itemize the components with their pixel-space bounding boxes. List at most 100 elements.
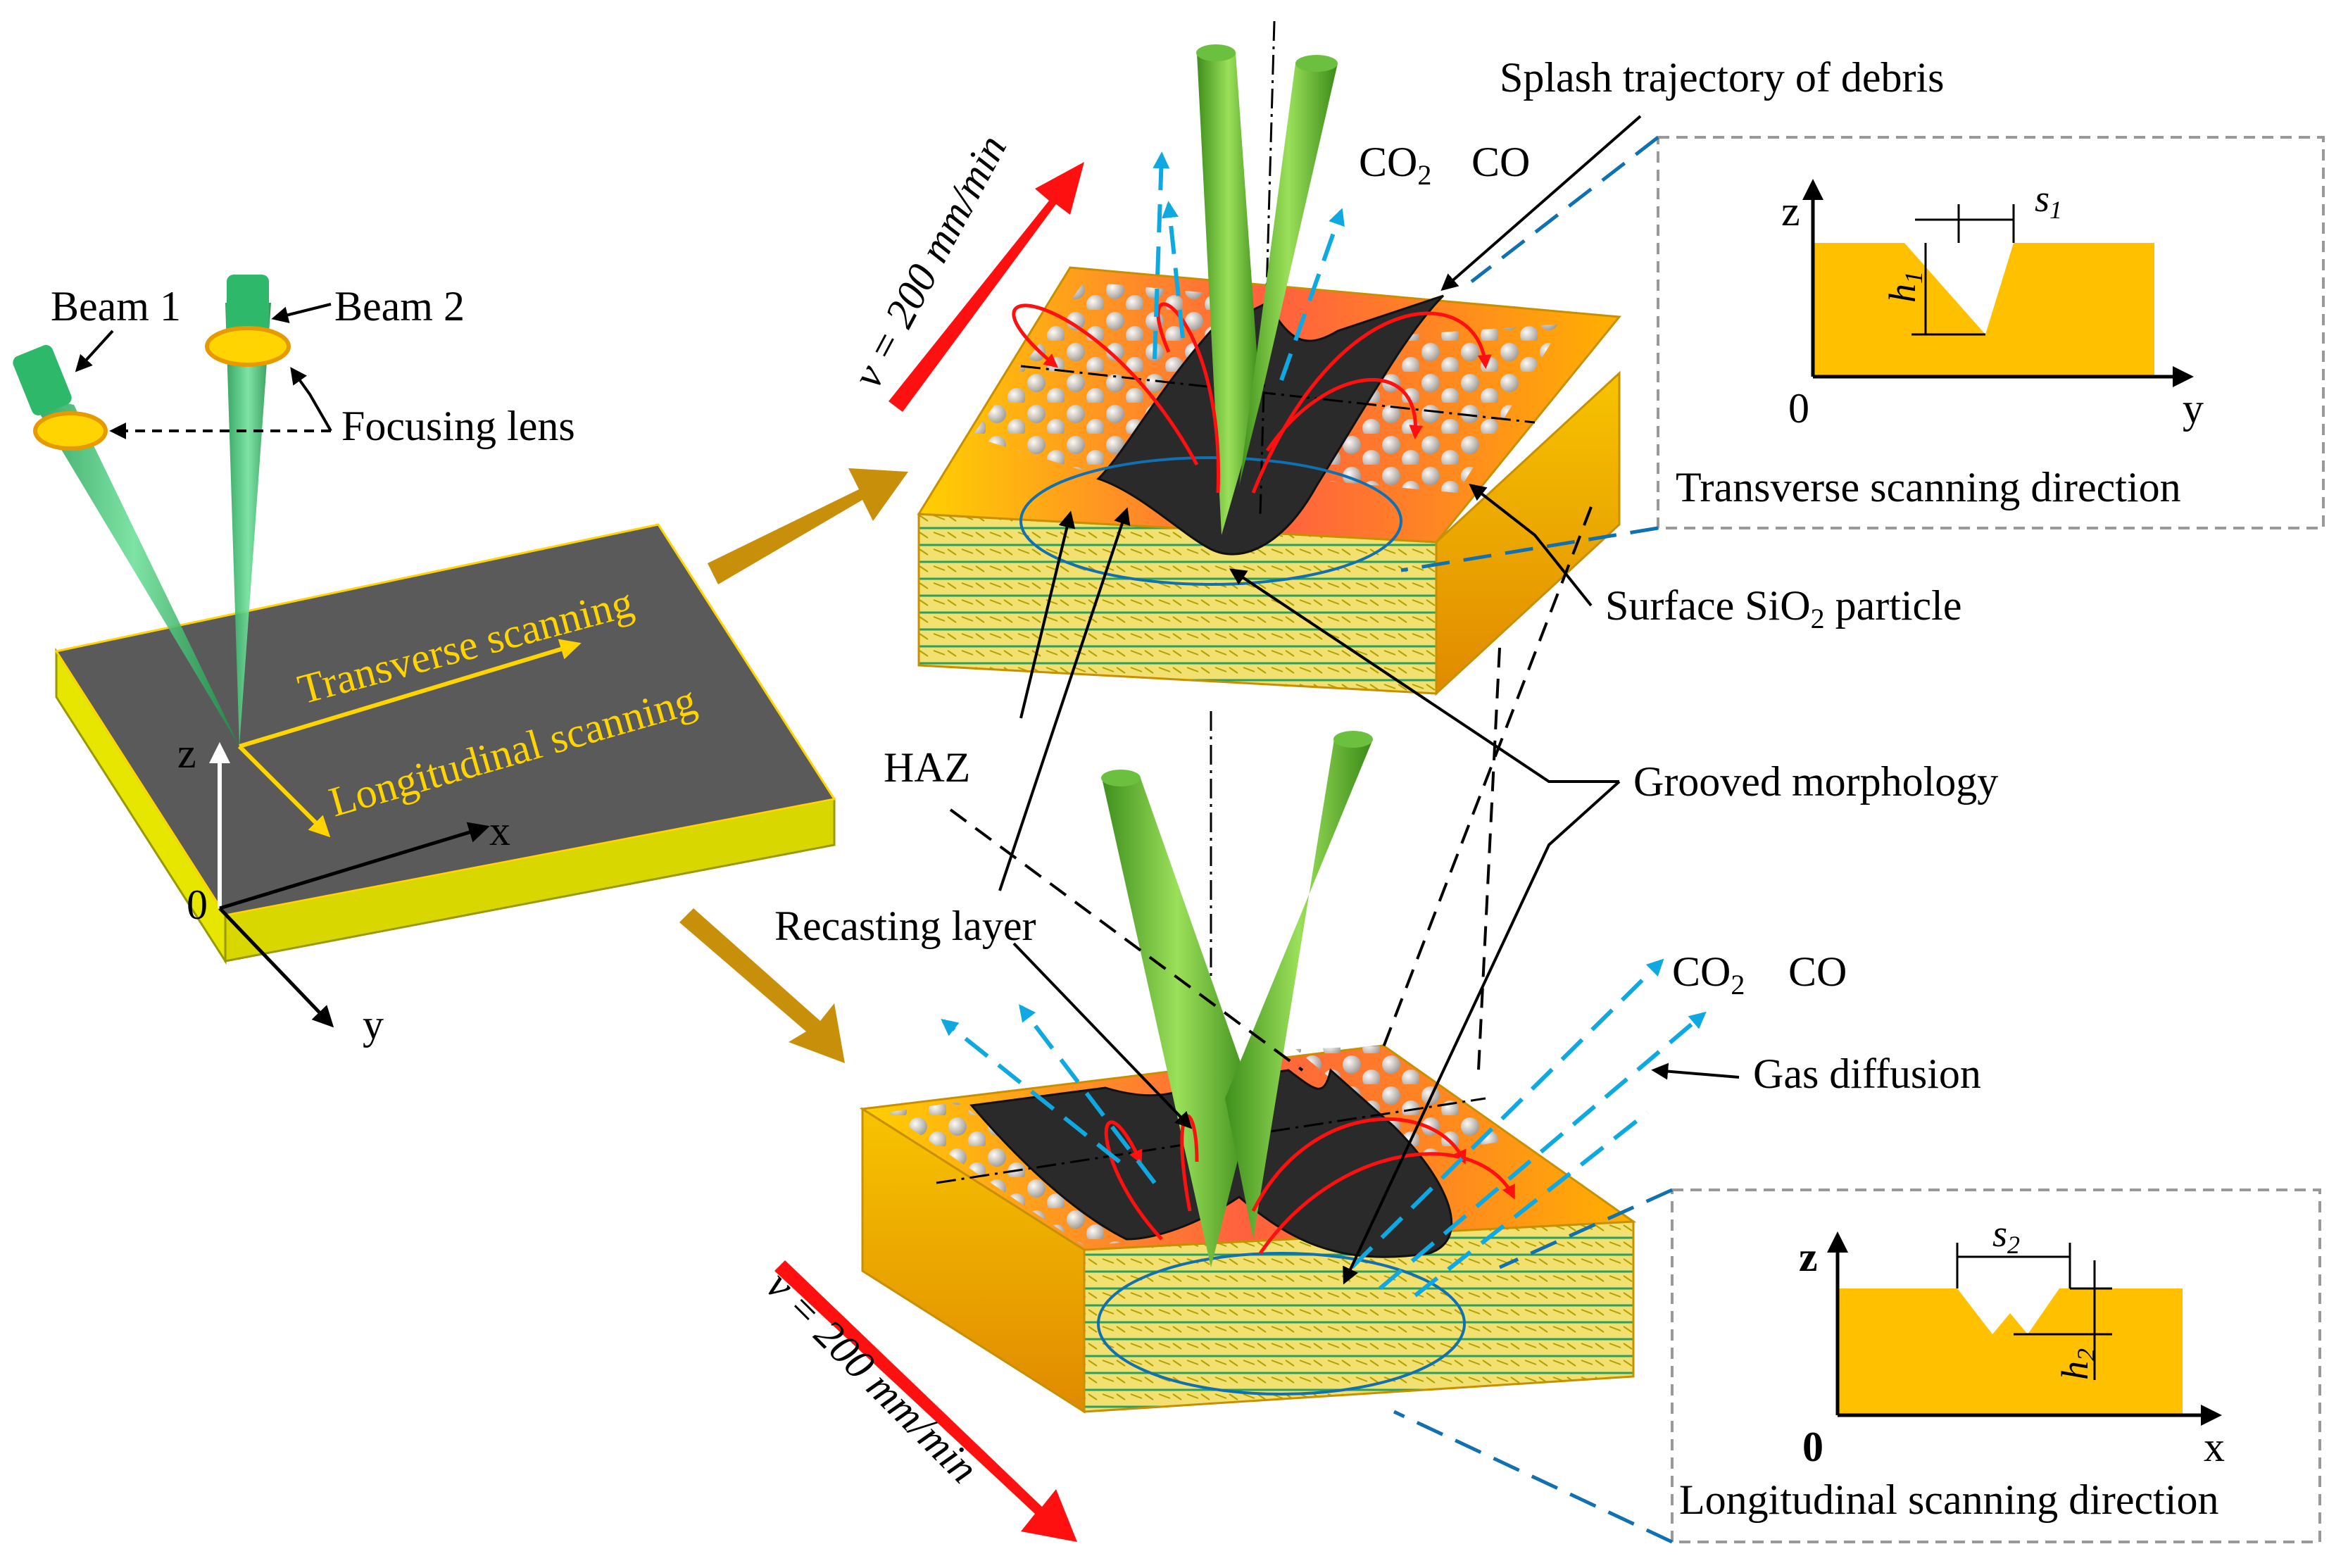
beam2-cone xyxy=(225,303,271,746)
recasting-leader-bottom xyxy=(1012,942,1193,1129)
top-block: v = 200 mm/min xyxy=(843,20,1621,696)
grooved-dashed-2 xyxy=(1477,647,1501,1071)
inset-transverse-dash-2 xyxy=(1400,526,1659,572)
inset-h1-label: h1 xyxy=(1881,271,1928,303)
bottom-cone-right xyxy=(1225,739,1373,1239)
top-cone-right-cap xyxy=(1295,55,1338,72)
inset-s2-label: s2 xyxy=(1992,1212,2020,1259)
top-cone-left xyxy=(1197,53,1260,535)
beam2-top xyxy=(227,275,269,338)
inset-transverse-caption: Transverse scanning direction xyxy=(1676,464,2181,510)
bottom-co2-label: CO2 xyxy=(1672,948,1745,1001)
beam1-label: Beam 1 xyxy=(51,283,181,330)
bottom-splash-arc-1 xyxy=(1104,1120,1163,1241)
inset-transverse-frame xyxy=(1657,136,2325,529)
haz-label: HAZ xyxy=(884,744,970,791)
inset-longitudinal-dash-1 xyxy=(1498,1188,1674,1269)
beam1-top xyxy=(13,345,72,415)
axis-x-label: x xyxy=(489,808,510,854)
splash-label: Splash trajectory of debris xyxy=(1500,54,1945,101)
gas-diffusion-leader xyxy=(1651,1062,1740,1080)
axis-x-arrow xyxy=(219,822,490,910)
focusing-lens-label: Focusing lens xyxy=(341,403,575,449)
beam1-leader xyxy=(75,330,114,372)
inset-transverse-origin: 0 xyxy=(1788,385,1809,432)
bottom-cone-left-cap xyxy=(1101,770,1141,786)
bottom-gas-3 xyxy=(1350,958,1664,1269)
top-particles-left xyxy=(972,282,1239,486)
top-gas-1 xyxy=(1153,151,1170,360)
top-speed-arrow xyxy=(889,162,1084,412)
top-gas-3 xyxy=(1279,208,1345,382)
top-splash-arc-1 xyxy=(1012,303,1199,466)
bottom-gas-2 xyxy=(1019,1004,1157,1184)
splash-leader xyxy=(1440,115,1642,291)
beam2-label: Beam 2 xyxy=(334,283,465,330)
gas-diffusion-label: Gas diffusion xyxy=(1753,1050,1981,1097)
inset-longitudinal: z x 0 s2 h2 Longitudinal scanning direct… xyxy=(1393,1188,2321,1544)
bottom-block: v = 200 mm/min xyxy=(758,711,1707,1542)
beam2-lens xyxy=(205,326,291,367)
inset-s1-label: s1 xyxy=(2035,177,2062,224)
beam1-cone xyxy=(28,394,239,746)
surface-particle-leader xyxy=(1469,484,1593,607)
longitudinal-arrow xyxy=(237,744,331,838)
top-axis-vertical xyxy=(1259,20,1276,515)
top-splash-arc-3 xyxy=(1265,377,1424,452)
process-arrow-top xyxy=(708,468,908,584)
grooved-leader-top xyxy=(1229,568,1619,783)
top-co-label: CO xyxy=(1471,139,1530,185)
bottom-haz-ellipse xyxy=(1097,1252,1466,1395)
axis-y-arrow xyxy=(218,907,334,1028)
top-splash-arc-4 xyxy=(1251,311,1492,494)
inset-longitudinal-x-label: x xyxy=(2204,1424,2225,1470)
top-axis-horizontal xyxy=(1020,365,1536,424)
bottom-gas-4 xyxy=(1379,1011,1707,1291)
inset-transverse-z-label: z xyxy=(1781,188,1800,234)
bottom-splash-arc-4 xyxy=(1251,1117,1467,1212)
inset-h2-label: h2 xyxy=(2054,1348,2100,1380)
top-gas-2 xyxy=(1162,201,1185,339)
bottom-gas-5 xyxy=(1414,1110,1649,1298)
inset-longitudinal-z-label: z xyxy=(1799,1234,1818,1280)
callouts: Splash trajectory of debris CO2 CO Surfa… xyxy=(774,54,1998,1285)
inset-transverse-profile xyxy=(1813,243,2154,377)
grooved-leader-bottom xyxy=(1343,780,1621,1285)
top-cone-left-cap xyxy=(1196,44,1236,61)
bottom-particles-right xyxy=(1295,1046,1507,1155)
inset-longitudinal-origin: 0 xyxy=(1802,1424,1823,1470)
recasting-label: Recasting layer xyxy=(774,903,1036,949)
inset-transverse-y-label: y xyxy=(2183,385,2204,432)
top-block-side-right xyxy=(1435,370,1621,696)
process-arrow-bottom xyxy=(679,908,845,1063)
inset-transverse-dash-1 xyxy=(1470,136,1659,283)
inset-longitudinal-profile xyxy=(1838,1288,2183,1415)
top-co2-label: CO2 xyxy=(1359,139,1431,191)
lens-leader-2 xyxy=(290,367,332,432)
plate-top xyxy=(54,523,836,917)
haz-leader-dashed xyxy=(949,808,1304,1072)
inset-longitudinal-frame xyxy=(1671,1188,2321,1543)
top-block-side-front xyxy=(917,513,1438,695)
top-groove xyxy=(1096,294,1445,556)
transverse-arrow xyxy=(239,639,582,748)
bottom-cone-left xyxy=(1102,778,1253,1267)
left-setup: Beam 1 Beam 2 Focusing lens Transverse s… xyxy=(13,275,908,1063)
axis-z-label: z xyxy=(177,730,196,777)
grooved-dashed-1 xyxy=(1379,506,1593,1057)
bottom-speed-arrow xyxy=(774,1260,1077,1542)
surface-particle-label: Surface SiO2 particle xyxy=(1605,582,1961,634)
inset-longitudinal-caption: Longitudinal scanning direction xyxy=(1679,1476,2219,1523)
inset-transverse: z y 0 s1 h1 Transverse scanning directio… xyxy=(1400,136,2325,572)
top-haz-ellipse xyxy=(1019,456,1402,586)
bottom-gas-1 xyxy=(941,1019,1121,1164)
inset-longitudinal-dash-2 xyxy=(1393,1410,1674,1544)
haz-leader-top xyxy=(1019,510,1076,719)
origin-label: 0 xyxy=(187,882,208,928)
axis-y-label: y xyxy=(363,1001,384,1048)
bottom-co-label: CO xyxy=(1788,948,1847,995)
bottom-cone-right-cap xyxy=(1333,731,1373,748)
recasting-leader-top xyxy=(998,507,1131,891)
